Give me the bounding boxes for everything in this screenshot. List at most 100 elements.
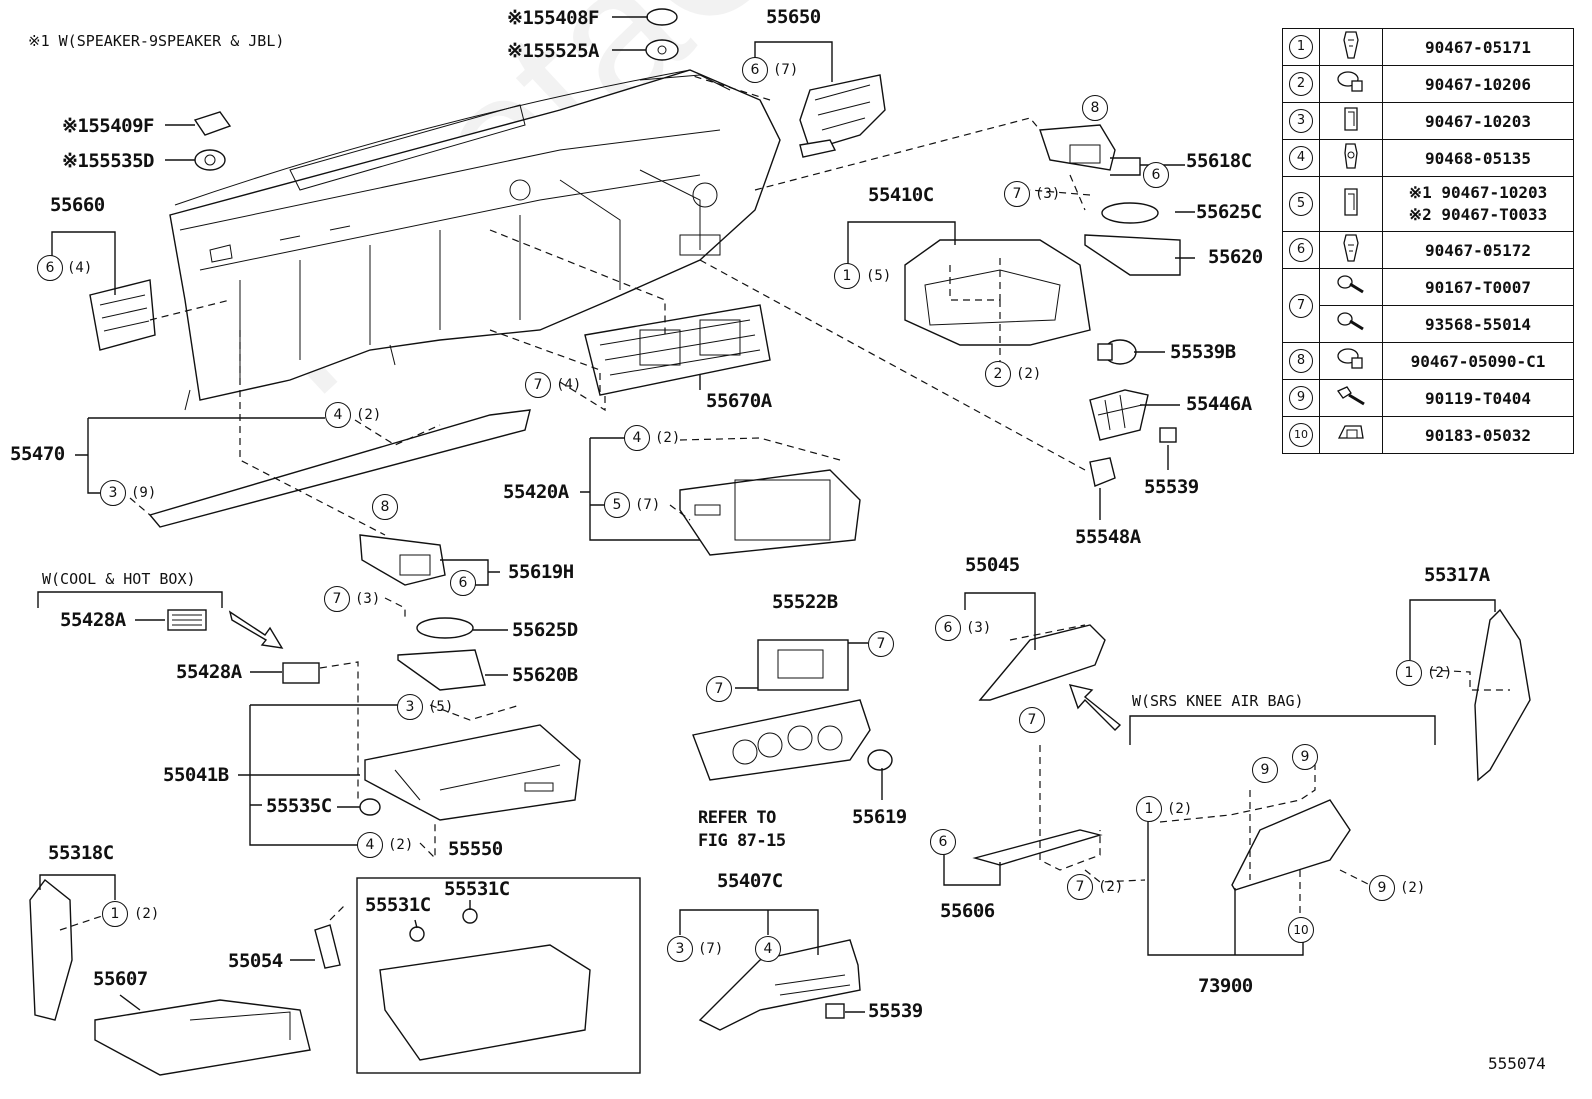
callout-7: 7 xyxy=(1019,707,1045,733)
callout-qty: (3) xyxy=(355,591,381,607)
legend-number: 6 xyxy=(1289,238,1313,262)
legend-number: 3 xyxy=(1289,109,1313,133)
callout-5: 5 xyxy=(604,492,630,518)
legend-part-number[interactable]: ※2 90467-T0033 xyxy=(1408,205,1548,224)
push-rivet-icon xyxy=(1337,71,1363,92)
legend-row: 4 90468-05135 xyxy=(1282,139,1574,177)
label-55650[interactable]: 55650 xyxy=(766,6,821,28)
callout-qty: (4) xyxy=(67,260,93,276)
callout-9: 9 xyxy=(1369,875,1395,901)
legend-number: 5 xyxy=(1289,192,1313,216)
callout-qty: (7) xyxy=(635,497,661,513)
legend-part-number[interactable]: 90467-05090-C1 xyxy=(1382,342,1574,380)
legend-number: 4 xyxy=(1289,146,1313,170)
legend-row: 3 90467-10203 xyxy=(1282,102,1574,140)
label-55525A[interactable]: ※155525A xyxy=(507,40,600,62)
label-55535D[interactable]: ※155535D xyxy=(62,150,155,172)
label-55620[interactable]: 55620 xyxy=(1208,246,1263,268)
label-55420A[interactable]: 55420A xyxy=(503,481,569,503)
label-55660[interactable]: 55660 xyxy=(50,194,105,216)
callout-qty: (7) xyxy=(773,62,799,78)
label-55410C[interactable]: 55410C xyxy=(868,184,934,206)
callout-4: 4 xyxy=(325,402,351,428)
clip-icon xyxy=(1343,31,1359,59)
label-55446A[interactable]: 55446A xyxy=(1186,393,1252,415)
instrument-panel-drawing xyxy=(169,69,781,411)
legend-row: 8 90467-05090-C1 xyxy=(1282,342,1574,380)
bolt-icon xyxy=(1337,386,1365,406)
callout-qty: (3) xyxy=(1035,186,1061,202)
label-55408F[interactable]: ※155408F xyxy=(507,7,600,29)
label-55428A-a[interactable]: 55428A xyxy=(60,609,126,631)
legend-part-number[interactable]: 90468-05135 xyxy=(1382,139,1574,177)
label-55522B[interactable]: 55522B xyxy=(772,591,838,613)
legend-number: 8 xyxy=(1289,349,1313,373)
callout-2: 2 xyxy=(985,361,1011,387)
diagram-id: 555074 xyxy=(1488,1054,1546,1073)
label-55409F[interactable]: ※155409F xyxy=(62,115,155,137)
legend-part-number[interactable]: 90167-T0007 xyxy=(1382,268,1574,306)
legend-number: 10 xyxy=(1289,423,1313,447)
label-55531C-b[interactable]: 55531C xyxy=(365,894,431,916)
callout-8: 8 xyxy=(1082,95,1108,121)
label-55607[interactable]: 55607 xyxy=(93,968,148,990)
nut-clip-icon xyxy=(1337,425,1364,439)
label-55618C[interactable]: 55618C xyxy=(1186,150,1252,172)
label-55619H[interactable]: 55619H xyxy=(508,561,574,583)
part-55408F-shape xyxy=(646,8,678,26)
legend-row: 7 90167-T0007 xyxy=(1282,268,1574,343)
label-55619[interactable]: 55619 xyxy=(852,806,907,828)
label-55548A[interactable]: 55548A xyxy=(1075,526,1141,548)
label-55539-b[interactable]: 55539 xyxy=(868,1000,923,1022)
label-55428A-b[interactable]: 55428A xyxy=(176,661,242,683)
callout-7: 7 xyxy=(525,372,551,398)
label-55539B[interactable]: 55539B xyxy=(1170,341,1236,363)
label-55045[interactable]: 55045 xyxy=(965,554,1020,576)
label-55625D[interactable]: 55625D xyxy=(512,619,578,641)
screw-icon xyxy=(1337,275,1364,294)
legend-part-number[interactable]: 90467-05171 xyxy=(1382,28,1574,66)
label-73900[interactable]: 73900 xyxy=(1198,975,1253,997)
label-55670A[interactable]: 55670A xyxy=(706,390,772,412)
callout-9: 9 xyxy=(1292,744,1318,770)
callout-qty: (4) xyxy=(556,377,582,393)
label-55535C[interactable]: 55535C xyxy=(266,795,332,817)
label-55470[interactable]: 55470 xyxy=(10,443,65,465)
legend-row: 2 90467-10206 xyxy=(1282,65,1574,103)
legend-row: 10 90183-05032 xyxy=(1282,416,1574,454)
legend-part-number[interactable]: ※1 90467-10203 xyxy=(1408,183,1548,202)
dashed-connectors xyxy=(59,74,1510,931)
push-rivet-icon xyxy=(1337,348,1363,369)
legend-part-number[interactable]: 93568-55014 xyxy=(1382,305,1574,343)
label-55407C[interactable]: 55407C xyxy=(717,870,783,892)
legend-part-number[interactable]: 90467-10206 xyxy=(1382,65,1574,103)
legend-part-number[interactable]: 90119-T0404 xyxy=(1382,379,1574,417)
label-55539-a[interactable]: 55539 xyxy=(1144,476,1199,498)
label-55317A[interactable]: 55317A xyxy=(1424,564,1490,586)
label-55625C[interactable]: 55625C xyxy=(1196,201,1262,223)
callout-qty: (2) xyxy=(1400,880,1426,896)
callout-3: 3 xyxy=(100,480,126,506)
legend-part-number[interactable]: 90467-05172 xyxy=(1382,231,1574,269)
label-55550[interactable]: 55550 xyxy=(448,838,503,860)
callout-6: 6 xyxy=(935,615,961,641)
legend-row: 1 90467-05171 xyxy=(1282,28,1574,66)
label-55318C[interactable]: 55318C xyxy=(48,842,114,864)
label-55606[interactable]: 55606 xyxy=(940,900,995,922)
legend-part-number[interactable]: 90467-10203 xyxy=(1382,102,1574,140)
legend-part-number[interactable]: 90183-05032 xyxy=(1382,416,1574,454)
callout-10: 10 xyxy=(1288,917,1314,943)
callout-1: 1 xyxy=(1136,796,1162,822)
label-55041B[interactable]: 55041B xyxy=(163,764,229,786)
refer-note-line2: FIG 87-15 xyxy=(698,831,786,851)
label-55531C-a[interactable]: 55531C xyxy=(444,878,510,900)
callout-3: 3 xyxy=(667,936,693,962)
speaker-note: ※1 W(SPEAKER-9SPEAKER & JBL) xyxy=(28,32,285,50)
label-55054[interactable]: 55054 xyxy=(228,950,283,972)
label-55620B[interactable]: 55620B xyxy=(512,664,578,686)
fastener-legend-table: 1 90467-05171 2 90467-10206 3 90467-1020… xyxy=(1282,28,1574,454)
callout-9: 9 xyxy=(1252,757,1278,783)
legend-row: 9 90119-T0404 xyxy=(1282,379,1574,417)
clip-icon xyxy=(1344,188,1358,216)
